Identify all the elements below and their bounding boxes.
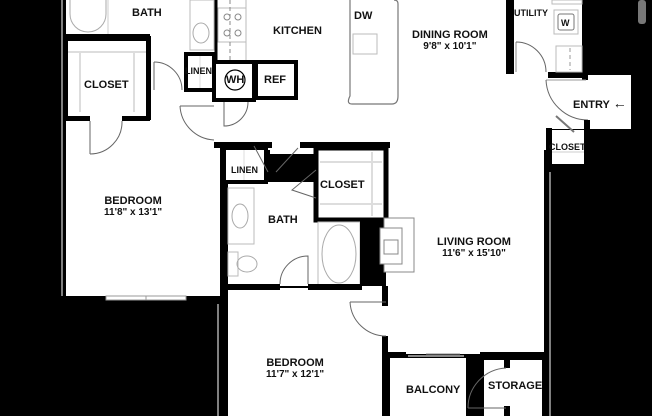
room-label-balcony: BALCONY bbox=[406, 384, 461, 396]
room-label-bedroom-1: BEDROOM 11'8" x 13'1" bbox=[104, 195, 162, 219]
bath-top-area bbox=[66, 0, 216, 34]
living-room-name: LIVING ROOM bbox=[437, 236, 511, 248]
room-label-utility: UTILITY bbox=[514, 8, 548, 18]
bath-mid-area bbox=[228, 182, 318, 286]
room-label-linen-top: LINEN bbox=[185, 66, 212, 76]
room-label-storage: STORAGE bbox=[488, 380, 543, 392]
fixture-label-dishwasher: DW bbox=[354, 10, 373, 22]
balcony-area bbox=[390, 358, 466, 416]
bedroom-2-dimensions: 11'7" x 12'1" bbox=[266, 369, 325, 380]
room-label-closet-master: CLOSET bbox=[84, 79, 129, 91]
entry-arrow-icon: ← bbox=[612, 95, 627, 111]
bedroom-1-dimensions: 11'8" x 13'1" bbox=[104, 207, 163, 218]
room-label-closet-mid: CLOSET bbox=[320, 179, 365, 191]
room-label-bedroom-2: BEDROOM 11'7" x 12'1" bbox=[266, 357, 324, 381]
room-label-kitchen: KITCHEN bbox=[273, 25, 322, 37]
storage-area bbox=[484, 360, 542, 416]
fixture-label-washer: W bbox=[561, 18, 570, 28]
fixture-label-water-heater: WH bbox=[226, 74, 245, 86]
fixture-label-refrigerator: REF bbox=[264, 74, 286, 86]
bedroom-1-area bbox=[66, 118, 220, 296]
bedroom-1-name: BEDROOM bbox=[104, 195, 162, 207]
room-label-bath-mid: BATH bbox=[268, 214, 298, 226]
dining-room-name: DINING ROOM bbox=[412, 29, 488, 41]
living-room-dimensions: 11'6" x 15'10" bbox=[442, 248, 506, 259]
room-label-dining-room: DINING ROOM 9'8" x 10'1" bbox=[412, 29, 488, 53]
closet-entry-area bbox=[548, 130, 584, 164]
bedroom-2-name: BEDROOM bbox=[266, 357, 324, 369]
room-label-entry: ENTRY ← bbox=[573, 95, 627, 111]
room-label-bath-top: BATH bbox=[132, 7, 162, 19]
entry-label: ENTRY bbox=[573, 99, 610, 111]
dining-room-dimensions: 9'8" x 10'1" bbox=[423, 41, 477, 52]
room-label-closet-entry: CLOSET bbox=[549, 142, 586, 152]
living-upper-area bbox=[384, 144, 544, 158]
room-label-living-room: LIVING ROOM 11'6" x 15'10" bbox=[437, 236, 511, 260]
room-label-linen-mid: LINEN bbox=[231, 165, 258, 175]
